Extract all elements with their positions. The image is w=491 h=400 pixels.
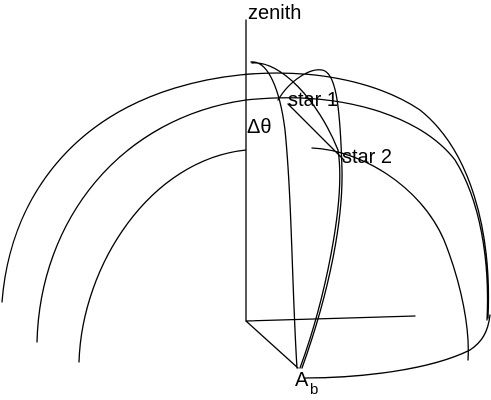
ab-label: A xyxy=(295,369,309,391)
star1-star2-line xyxy=(287,103,345,161)
horizon-curve xyxy=(304,314,491,379)
delta-theta-label: Δθ xyxy=(247,116,271,138)
horizon-line xyxy=(245,315,416,322)
inner-arc-2 xyxy=(78,149,247,363)
star1-arc xyxy=(277,69,343,369)
zenith-label: zenith xyxy=(248,2,301,24)
inner-arc-2-right xyxy=(311,147,469,361)
outer-sphere-arc xyxy=(1,72,490,319)
inner-arc-1 xyxy=(36,97,489,343)
meridian-arc-right xyxy=(251,62,341,369)
azimuth-line xyxy=(245,320,299,369)
ab-subscript: b xyxy=(310,381,318,398)
star1-label: star 1 xyxy=(288,89,338,111)
star2-label: star 2 xyxy=(342,146,392,168)
meridian-arc-left xyxy=(250,61,298,369)
